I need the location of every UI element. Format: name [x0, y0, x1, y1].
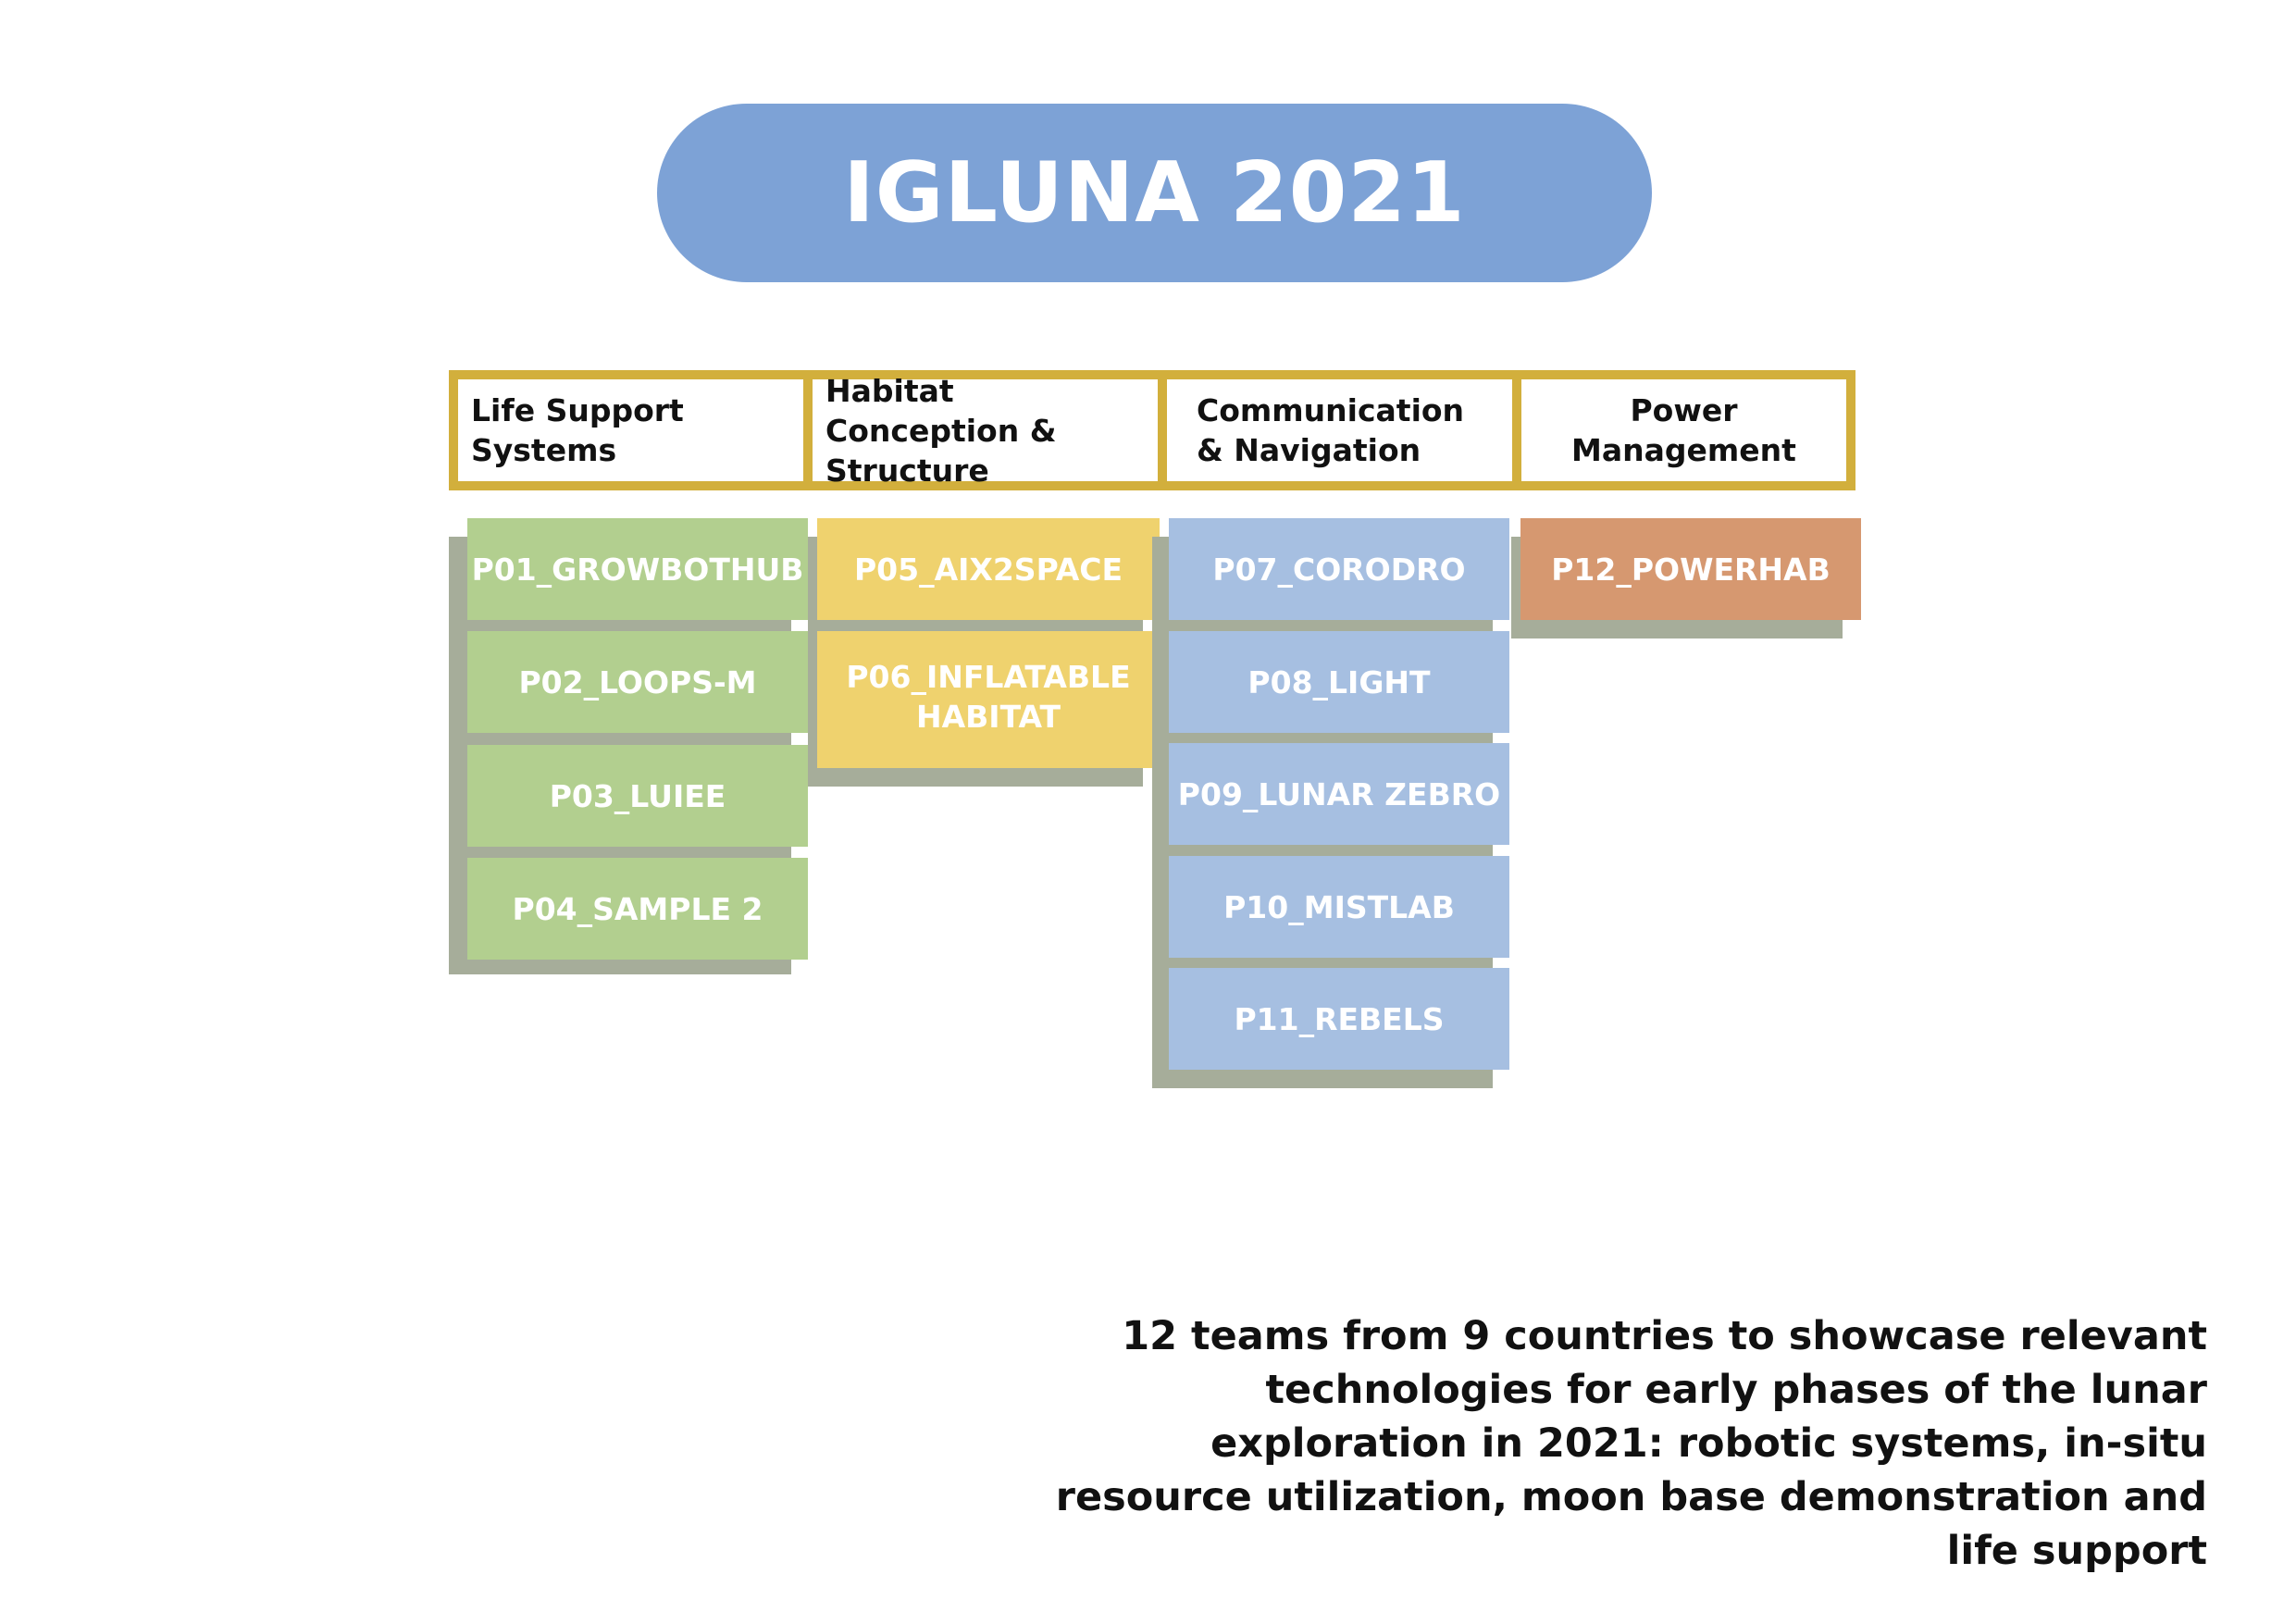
project-card-p07: P07_CORODRO [1169, 518, 1509, 620]
category-header-habitat: Habitat Conception & Structure [813, 373, 1158, 489]
page-title: IGLUNA 2021 [843, 144, 1466, 242]
category-header-life-support: Life Support Systems [458, 379, 803, 481]
category-header-power: Power Management [1521, 379, 1846, 481]
project-card-p02: P02_LOOPS-M [467, 631, 808, 733]
project-card-p04: P04_SAMPLE 2 [467, 858, 808, 960]
category-header-row: Life Support Systems Habitat Conception … [449, 370, 1855, 490]
project-label: P07_CORODRO [1212, 551, 1466, 588]
project-label: P12_POWERHAB [1551, 551, 1831, 588]
project-card-p01: P01_GROWBOTHUB [467, 518, 808, 620]
project-card-p12: P12_POWERHAB [1520, 518, 1861, 620]
category-label: Life Support Systems [471, 392, 684, 468]
category-label: Habitat Conception & Structure [825, 372, 1057, 489]
project-label: P01_GROWBOTHUB [471, 551, 804, 588]
project-label: P02_LOOPS-M [518, 663, 757, 700]
summary-caption: 12 teams from 9 countries to showcase re… [1055, 1313, 2207, 1574]
project-label: P10_MISTLAB [1223, 888, 1455, 925]
project-label: P09_LUNAR ZEBRO [1177, 775, 1501, 812]
project-label: P04_SAMPLE 2 [512, 890, 763, 927]
project-card-p03: P03_LUIEE [467, 745, 808, 847]
project-card-p11: P11_REBELS [1169, 968, 1509, 1070]
project-card-p09: P09_LUNAR ZEBRO [1169, 743, 1509, 845]
category-label: Communication & Navigation [1197, 392, 1465, 468]
project-label: P05_AIX2SPACE [853, 551, 1123, 588]
project-label: P08_LIGHT [1247, 663, 1431, 700]
project-card-p10: P10_MISTLAB [1169, 856, 1509, 958]
project-card-p08: P08_LIGHT [1169, 631, 1509, 733]
project-label: P11_REBELS [1234, 1000, 1445, 1037]
category-header-communication: Communication & Navigation [1167, 379, 1512, 481]
title-banner: IGLUNA 2021 [657, 104, 1652, 282]
project-card-p05: P05_AIX2SPACE [817, 518, 1160, 620]
category-label: Power Management [1571, 392, 1796, 468]
project-card-p06: P06_INFLATABLE HABITAT [817, 631, 1160, 768]
project-label: P03_LUIEE [549, 777, 726, 814]
project-label: P06_INFLATABLE HABITAT [846, 659, 1131, 735]
